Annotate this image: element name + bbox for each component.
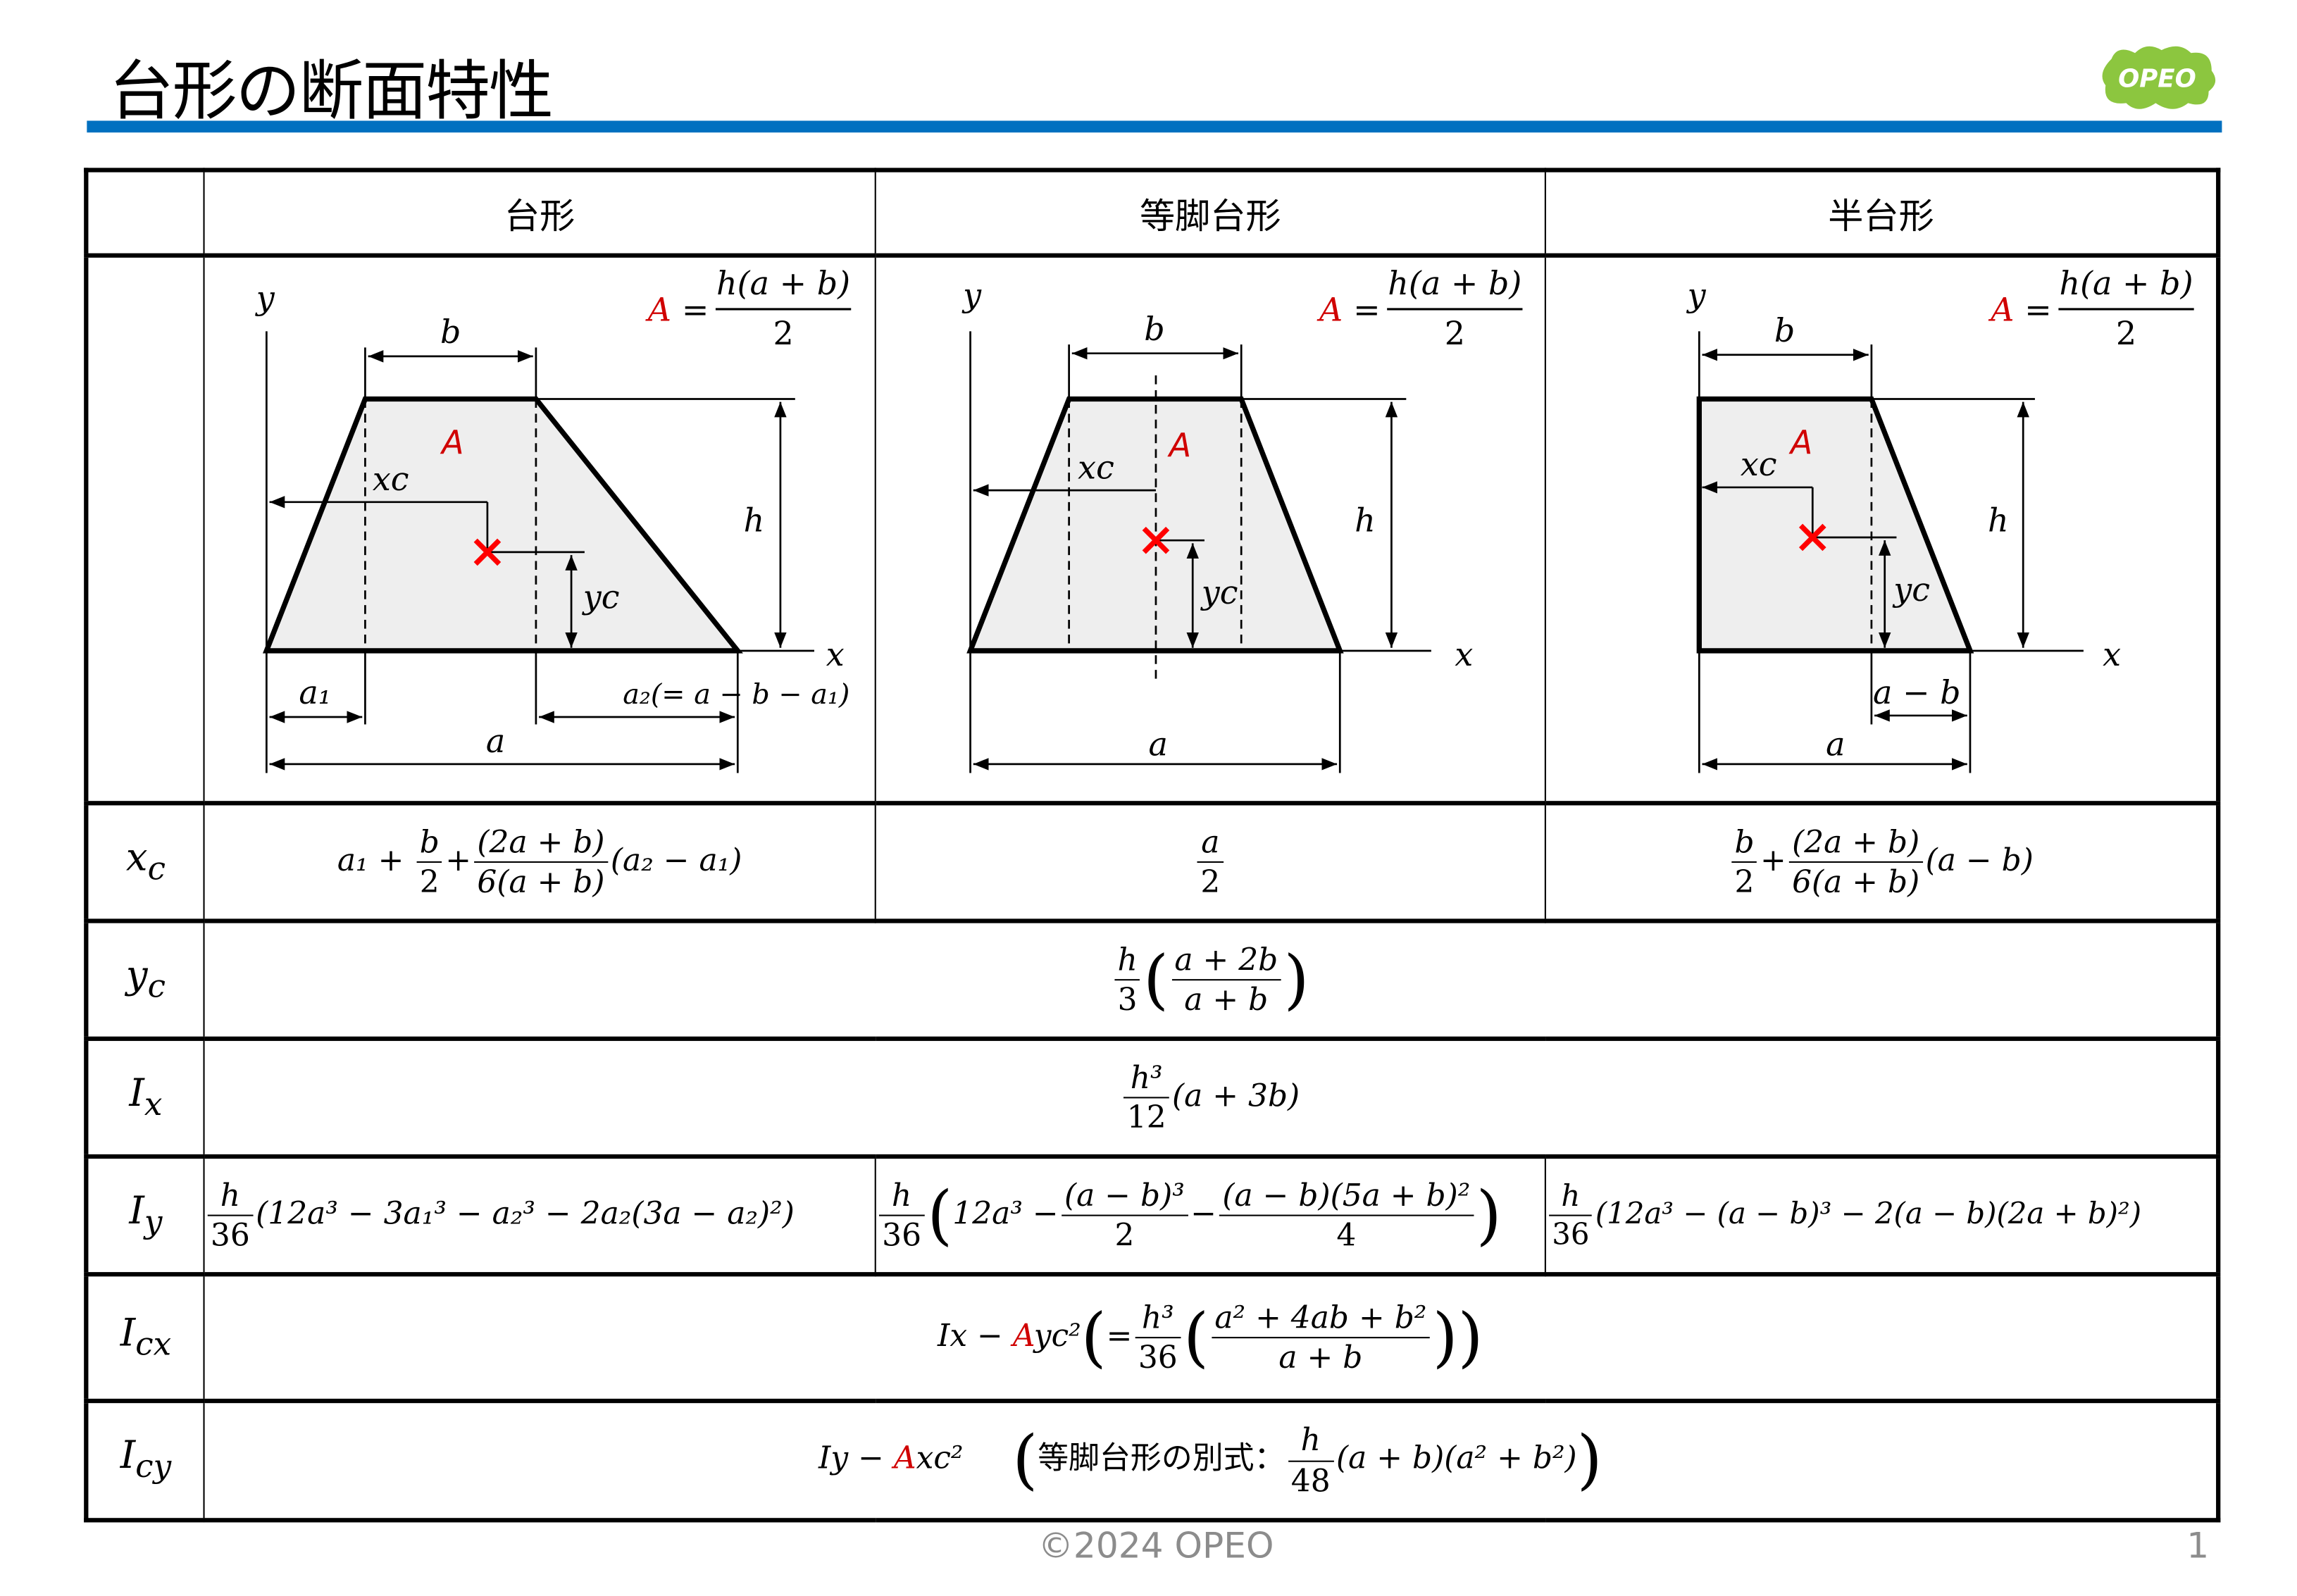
row-xc: xxcc a₁ + b2+(2a + b)6(a + b)(a₂ − a₁) a…: [85, 801, 2220, 922]
section-properties-table: 台形 等脚台形 半台形 xxcc a₁ + b2+(2a + b)6(a + b…: [84, 168, 2221, 1523]
opeo-logo: OPEO: [2102, 46, 2216, 109]
diagram-half: [1544, 253, 2220, 804]
row-label-yc: yc: [85, 918, 205, 1040]
page-number: 1: [2186, 1525, 2210, 1567]
header-row: 台形 等脚台形 半台形: [85, 169, 2220, 256]
page-title: 台形の断面特性: [108, 54, 554, 130]
row-label-Icy: Icy: [85, 1398, 205, 1521]
copyright-footer: ©2024 OPEO: [1038, 1525, 1274, 1567]
col-header-isosceles: 等脚台形: [874, 169, 1546, 256]
diagram-isosceles: [874, 253, 1546, 804]
row-label-xc: xxcc: [85, 801, 205, 922]
diagram-row: [85, 253, 2220, 804]
logo-text: OPEO: [2118, 64, 2196, 93]
col-header-half: 半台形: [1544, 169, 2220, 256]
row-label-Ix: Ix: [85, 1036, 205, 1158]
diagram-trapezoid: [203, 253, 876, 804]
title-underline-bar: [87, 120, 2222, 133]
row-label-Iy: Iy: [85, 1154, 205, 1276]
col-header-trapezoid: 台形: [203, 169, 876, 256]
row-label-Icx: Icx: [85, 1272, 205, 1402]
